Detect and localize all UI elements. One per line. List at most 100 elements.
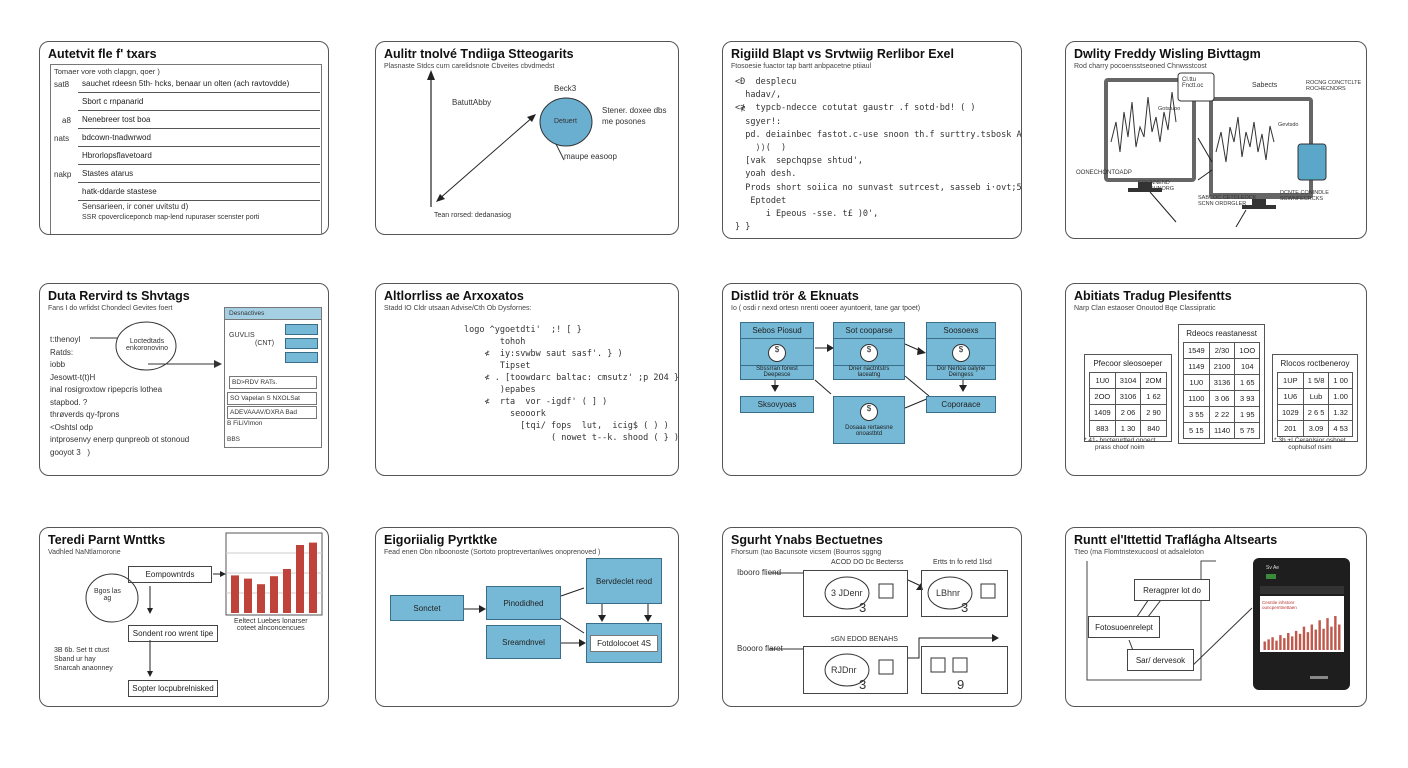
- card-title: Rigiild Blapt vs Srvtwiig Rerlibor Exel: [731, 47, 954, 61]
- bar: [1279, 635, 1282, 650]
- bar: [1290, 636, 1294, 650]
- digit: 3: [859, 600, 867, 615]
- digit: 3: [859, 677, 867, 692]
- bar-indicator: [285, 352, 318, 363]
- flow-box: Coporaace: [926, 396, 996, 413]
- axis-diagram: [427, 70, 593, 207]
- column-label: ACOD DO Dc Becterss: [831, 559, 904, 566]
- digit: 9: [957, 677, 965, 692]
- row-label: a8: [62, 116, 71, 125]
- box-title: Soosoexs: [927, 323, 995, 339]
- code-line: i Epeous -sse. t£ )0',: [735, 209, 879, 220]
- code-line: inal rosigroxtow ripepcris lothea: [50, 385, 163, 394]
- code-line: Tipset: [464, 361, 531, 371]
- code-line: stapbod. ?: [50, 397, 88, 407]
- card-subtitle: Plasnaste Stdcs curn carelidsnote Cbveit…: [384, 63, 555, 70]
- table-cell: 104: [1234, 358, 1261, 375]
- flow-connectors: [464, 587, 652, 647]
- flow-box: Sebos Piosud$Sbssrran forwst Deepesce: [740, 322, 814, 380]
- label: Sabects: [1252, 82, 1278, 89]
- card-title: Duta Rervird ts Shvtags: [48, 289, 190, 303]
- table-header: Rdeocs reastanesst: [1186, 329, 1257, 338]
- annotation: 3B 6b. Set tt ctust Sband ur hay Snarcah…: [54, 647, 113, 672]
- table-cell: 2 90: [1140, 404, 1167, 421]
- axis-label: BatuttAbby: [452, 98, 492, 107]
- label: OONECHONTOADP: [1076, 170, 1132, 176]
- table-cell: 2100: [1208, 358, 1236, 375]
- code-line: ≮ iy:svwbw saut sasf'. } ): [464, 349, 623, 359]
- bar: [1330, 626, 1333, 650]
- bar: [1263, 641, 1266, 650]
- code-line: t:thenoyl: [50, 335, 81, 344]
- table-cell: 1U0: [1183, 374, 1210, 391]
- card-11: Sgurht Ynabs Bectuetnes Fhorsum (tao Bac…: [722, 527, 1022, 707]
- table-cell: 2 22: [1208, 406, 1236, 423]
- label: DCNTE CONINDLE SCWNFECRCKS: [1280, 190, 1329, 202]
- card-7: Distlid trör & Eknuats Io ( osdi r nexd …: [722, 283, 1022, 476]
- code-line: sgyer!:: [735, 116, 782, 127]
- table-cell: 3104: [1114, 372, 1142, 389]
- table-cell: 1.00: [1328, 388, 1353, 405]
- code-line: ≮ . [toowdarc baltac: cmsutz' ;p 2O4 } ): [464, 373, 679, 383]
- bar: [270, 576, 278, 613]
- flow-box: Reragprer lot do: [1134, 579, 1210, 601]
- list-item: sauchet rdeesn 5th- hcks, benaar un olte…: [78, 75, 320, 93]
- table-cell: 1149: [1183, 358, 1210, 375]
- row-text: Stastes atarus: [82, 169, 134, 178]
- card-title: Dwlity Freddy Wisling Bivttagm: [1074, 47, 1261, 61]
- table-cell: 1U0: [1089, 372, 1116, 389]
- bar: [1302, 626, 1306, 650]
- table-cell: 1 5/8: [1302, 372, 1330, 389]
- digit: 3: [961, 600, 969, 615]
- table-cell: 1 62: [1140, 388, 1167, 405]
- table-cell: 2 6 5: [1302, 404, 1330, 421]
- phone-chart-label: Cesntie inhstonr ouncpemtnettaen: [1262, 600, 1297, 610]
- table-cell: 5 15: [1183, 422, 1210, 439]
- row-text: Sbort c rnpanarid: [82, 97, 144, 106]
- table-cell: 3.09: [1302, 420, 1330, 437]
- table-cell: 1409: [1089, 404, 1116, 421]
- flow-box: Eompowntrds: [128, 566, 212, 583]
- code-line: [tqi/ fops lut, icig$ ( ) ): [464, 421, 669, 431]
- bar: [244, 578, 252, 613]
- chart-label: Gevtsdo: [1278, 122, 1299, 128]
- card-6: Altlorrliss ae Arxoxatos Stadd IO Cldr u…: [375, 283, 679, 476]
- flow-box: Sondent roo wrent tipe: [128, 625, 218, 642]
- dollar-icon: $: [860, 403, 878, 421]
- table-cell: 1OO: [1234, 342, 1261, 359]
- ring-label: LBhnr: [936, 588, 961, 598]
- card-4: Dwlity Freddy Wisling Bivttagm Rod charr…: [1065, 41, 1367, 239]
- card-title: Aulitr tnolvé Tndiiga Stteogarits: [384, 47, 574, 61]
- flow-box: Fotdolocoet 4S: [586, 623, 662, 663]
- code-line: } }: [735, 222, 751, 233]
- bar: [283, 569, 291, 613]
- ring-box: [921, 570, 1008, 617]
- table-cell: 5 75: [1234, 422, 1261, 439]
- table-cell: 1U6: [1277, 388, 1304, 405]
- bar: [1267, 639, 1270, 650]
- label: ROCNG CONCTCLTE ROCHECNORS: [1306, 80, 1362, 92]
- card-subtitle: Narp Clan estaoser Onoutod Bqe Classipra…: [1074, 305, 1216, 312]
- circle-label: Detuert: [554, 118, 577, 125]
- code-block: <Ð desplecu hadav/,<≹ typcb-ndecce cotut…: [735, 76, 1021, 234]
- box-caption: Dor Nertoa oalyne Deingess: [927, 365, 995, 378]
- table-cell: Lub: [1302, 388, 1330, 405]
- bar: [1294, 630, 1298, 650]
- bar: [1287, 633, 1290, 650]
- table-cell: 1.32: [1328, 404, 1353, 421]
- card-12: Runtt el'Ittettid Traflágha Altsearts Tt…: [1065, 527, 1367, 707]
- card-5: Duta Rervird ts Shvtags Fans I do wrfids…: [39, 283, 329, 476]
- bar: [1326, 618, 1329, 650]
- table-cell: 3 06: [1208, 390, 1236, 407]
- code-line: tohoh: [464, 337, 526, 347]
- list-item: SSR cpovercliceponcb map-lend rupuraser …: [82, 214, 260, 221]
- table-cell: 840: [1140, 420, 1167, 437]
- ring-label: RJDnr: [831, 665, 857, 675]
